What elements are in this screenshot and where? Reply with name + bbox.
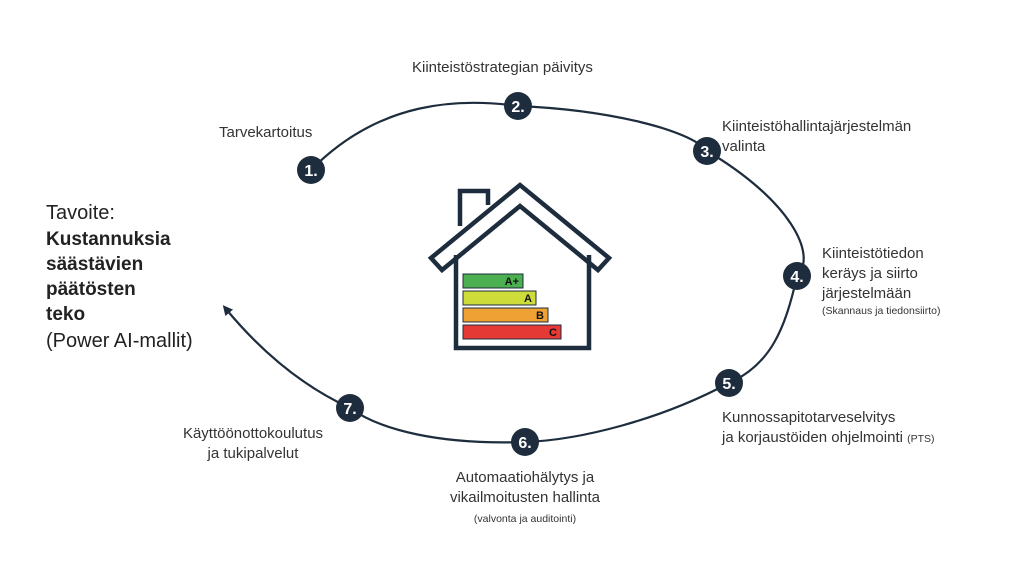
step-label-6: Automaatiohälytys ja vikailmoitusten hal… [430, 468, 620, 527]
step-number-5: 5. [722, 376, 735, 393]
step-label-5-text-line1: Kunnossapitotarveselvitys [722, 409, 896, 426]
step-label-6-detail: (valvonta ja auditointi) [473, 513, 577, 525]
step-number-4: 4. [790, 269, 803, 286]
energy-class-bar-b: B [462, 307, 549, 323]
step-label-1: Tarvekartoitus [219, 123, 312, 143]
energy-class-bar-c: C [462, 324, 562, 340]
step-label-5-line2: ja korjaustöiden ohjelmointi (PTS) [722, 428, 935, 449]
step-badge-7: 7. [336, 394, 364, 422]
step-number-3: 3. [700, 144, 713, 161]
energy-class-bar-a: A [462, 290, 537, 306]
energy-class-bar-a-plus: A+ [462, 273, 524, 289]
step-label-4: Kiinteistötiedon keräys ja siirto järjes… [822, 244, 940, 318]
step-badge-1: 1. [297, 156, 325, 184]
energy-class-label-b: B [536, 310, 544, 322]
goal-block: Tavoite: Kustannuksia säästävien päätöst… [46, 200, 193, 354]
step-number-1: 1. [304, 163, 317, 180]
step-label-7-text: Käyttöönottokoulutus ja tukipalvelut [182, 425, 324, 462]
step-label-5: Kunnossapitotarveselvitys ja korjaustöid… [722, 408, 935, 449]
step-label-4-text: Kiinteistötiedon keräys ja siirto järjes… [822, 245, 924, 302]
goal-note: (Power AI-mallit) [46, 330, 193, 352]
step-number-6: 6. [518, 435, 531, 452]
goal-prefix: Tavoite: [46, 202, 115, 224]
step-label-2: Kiinteistöstrategian päivitys [412, 58, 593, 78]
energy-class-label-a-plus: A+ [505, 276, 519, 288]
step-label-2-text: Kiinteistöstrategian päivitys [412, 59, 593, 76]
step-label-4-detail: (Skannaus ja tiedonsiirto) [822, 305, 941, 317]
step-label-3: Kiinteistöhallintajärjestelmän valinta [722, 97, 911, 157]
step-label-5-detail: (PTS) [907, 433, 935, 445]
step-number-7: 7. [343, 401, 356, 418]
step-number-2: 2. [511, 99, 524, 116]
step-badge-4: 4. [783, 262, 811, 290]
step-badge-3: 3. [693, 137, 721, 165]
step-label-3-text: Kiinteistöhallintajärjestelmän valinta [722, 118, 912, 155]
step-badge-2: 2. [504, 92, 532, 120]
goal-title: Kustannuksia säästävien päätösten teko [46, 229, 171, 325]
energy-class-label-c: C [549, 327, 557, 339]
step-label-1-text: Tarvekartoitus [219, 124, 313, 141]
step-label-7: Käyttöönottokoulutus ja tukipalvelut [158, 424, 348, 464]
step-label-6-text: Automaatiohälytys ja vikailmoitusten hal… [449, 469, 601, 506]
step-badge-5: 5. [715, 369, 743, 397]
step-badge-6: 6. [511, 428, 539, 456]
step-label-5-text-line2: ja korjaustöiden ohjelmointi [722, 429, 903, 446]
house-icon: A+ A B C [427, 182, 613, 351]
energy-class-label-a: A [524, 293, 532, 305]
